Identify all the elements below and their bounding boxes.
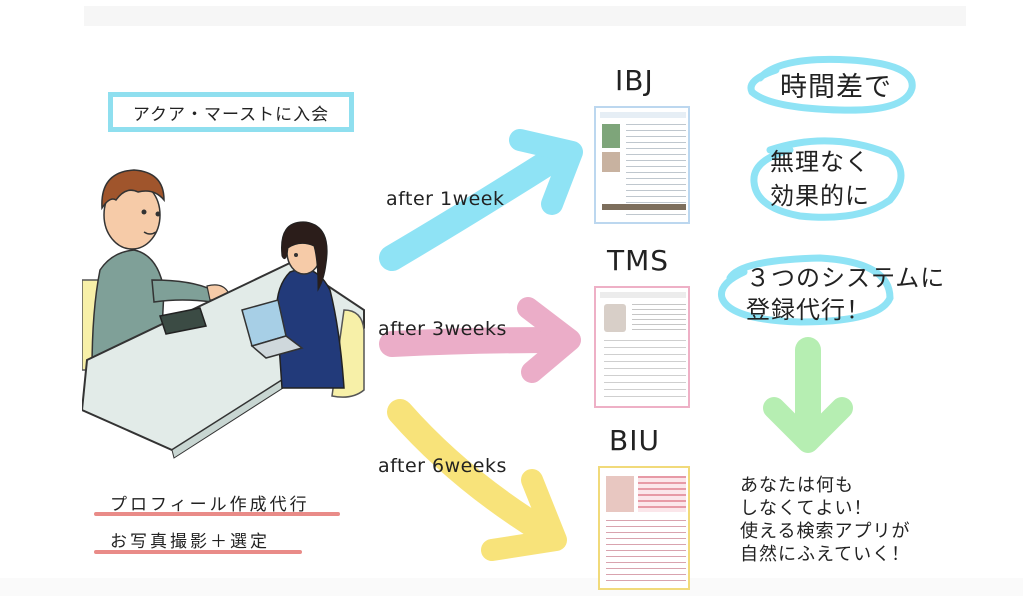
note-effective-line1: 無理なく — [770, 148, 870, 176]
ibj-card-photo-2 — [602, 152, 620, 172]
ibj-profile-card — [594, 106, 690, 224]
arrow-yellow — [387, 399, 567, 561]
note-time-lag: 時間差で — [780, 72, 892, 103]
bottom-band — [0, 578, 1023, 596]
arrow-label-3weeks: after 3weeks — [378, 318, 507, 340]
consultation-illustration — [82, 169, 365, 459]
note-register-line2: 登録代行！ — [746, 296, 871, 324]
ibj-card-header — [600, 112, 686, 118]
tms-card-text — [632, 304, 686, 332]
note-result-line3: 使える検索アプリが — [740, 521, 911, 542]
time-lag-bubble — [747, 55, 916, 114]
arrow-label-6weeks: after 6weeks — [378, 455, 507, 477]
note-register-line1: ３つのシステムに — [746, 264, 946, 292]
note-effective-line2: 効果的に — [770, 182, 870, 210]
biu-card-table — [638, 476, 686, 512]
arrow-pink — [379, 297, 581, 383]
top-band — [84, 6, 966, 26]
register-bubble — [717, 254, 894, 326]
join-label-box: アクア・マーストに入会 — [108, 92, 354, 132]
system-name-tms: TMS — [607, 244, 670, 277]
ibj-card-photo — [602, 124, 620, 148]
tms-profile-card — [594, 286, 690, 408]
join-label: アクア・マーストに入会 — [132, 104, 330, 125]
tms-card-photo — [604, 304, 626, 332]
arrow-blue — [379, 129, 583, 271]
biu-card-photo — [606, 476, 634, 512]
biu-profile-card — [598, 466, 690, 590]
note-result-line4: 自然にふえていく！ — [740, 544, 911, 565]
arrow-label-1week: after 1week — [386, 188, 505, 210]
effective-bubble — [750, 137, 905, 221]
biu-card-text — [606, 520, 686, 584]
tms-card-header — [600, 292, 686, 298]
note-result-line2: しなくてよい！ — [740, 498, 873, 519]
system-name-ibj: IBJ — [615, 64, 654, 97]
ibj-card-bar — [602, 204, 686, 210]
tms-card-table — [604, 340, 686, 402]
service-profile: プロフィール作成代行 — [110, 495, 310, 515]
note-result-line1: あなたは何も — [740, 475, 854, 496]
arrow-green — [763, 337, 853, 453]
system-name-biu: BIU — [609, 424, 660, 457]
service-photo: お写真撮影＋選定 — [110, 532, 270, 552]
